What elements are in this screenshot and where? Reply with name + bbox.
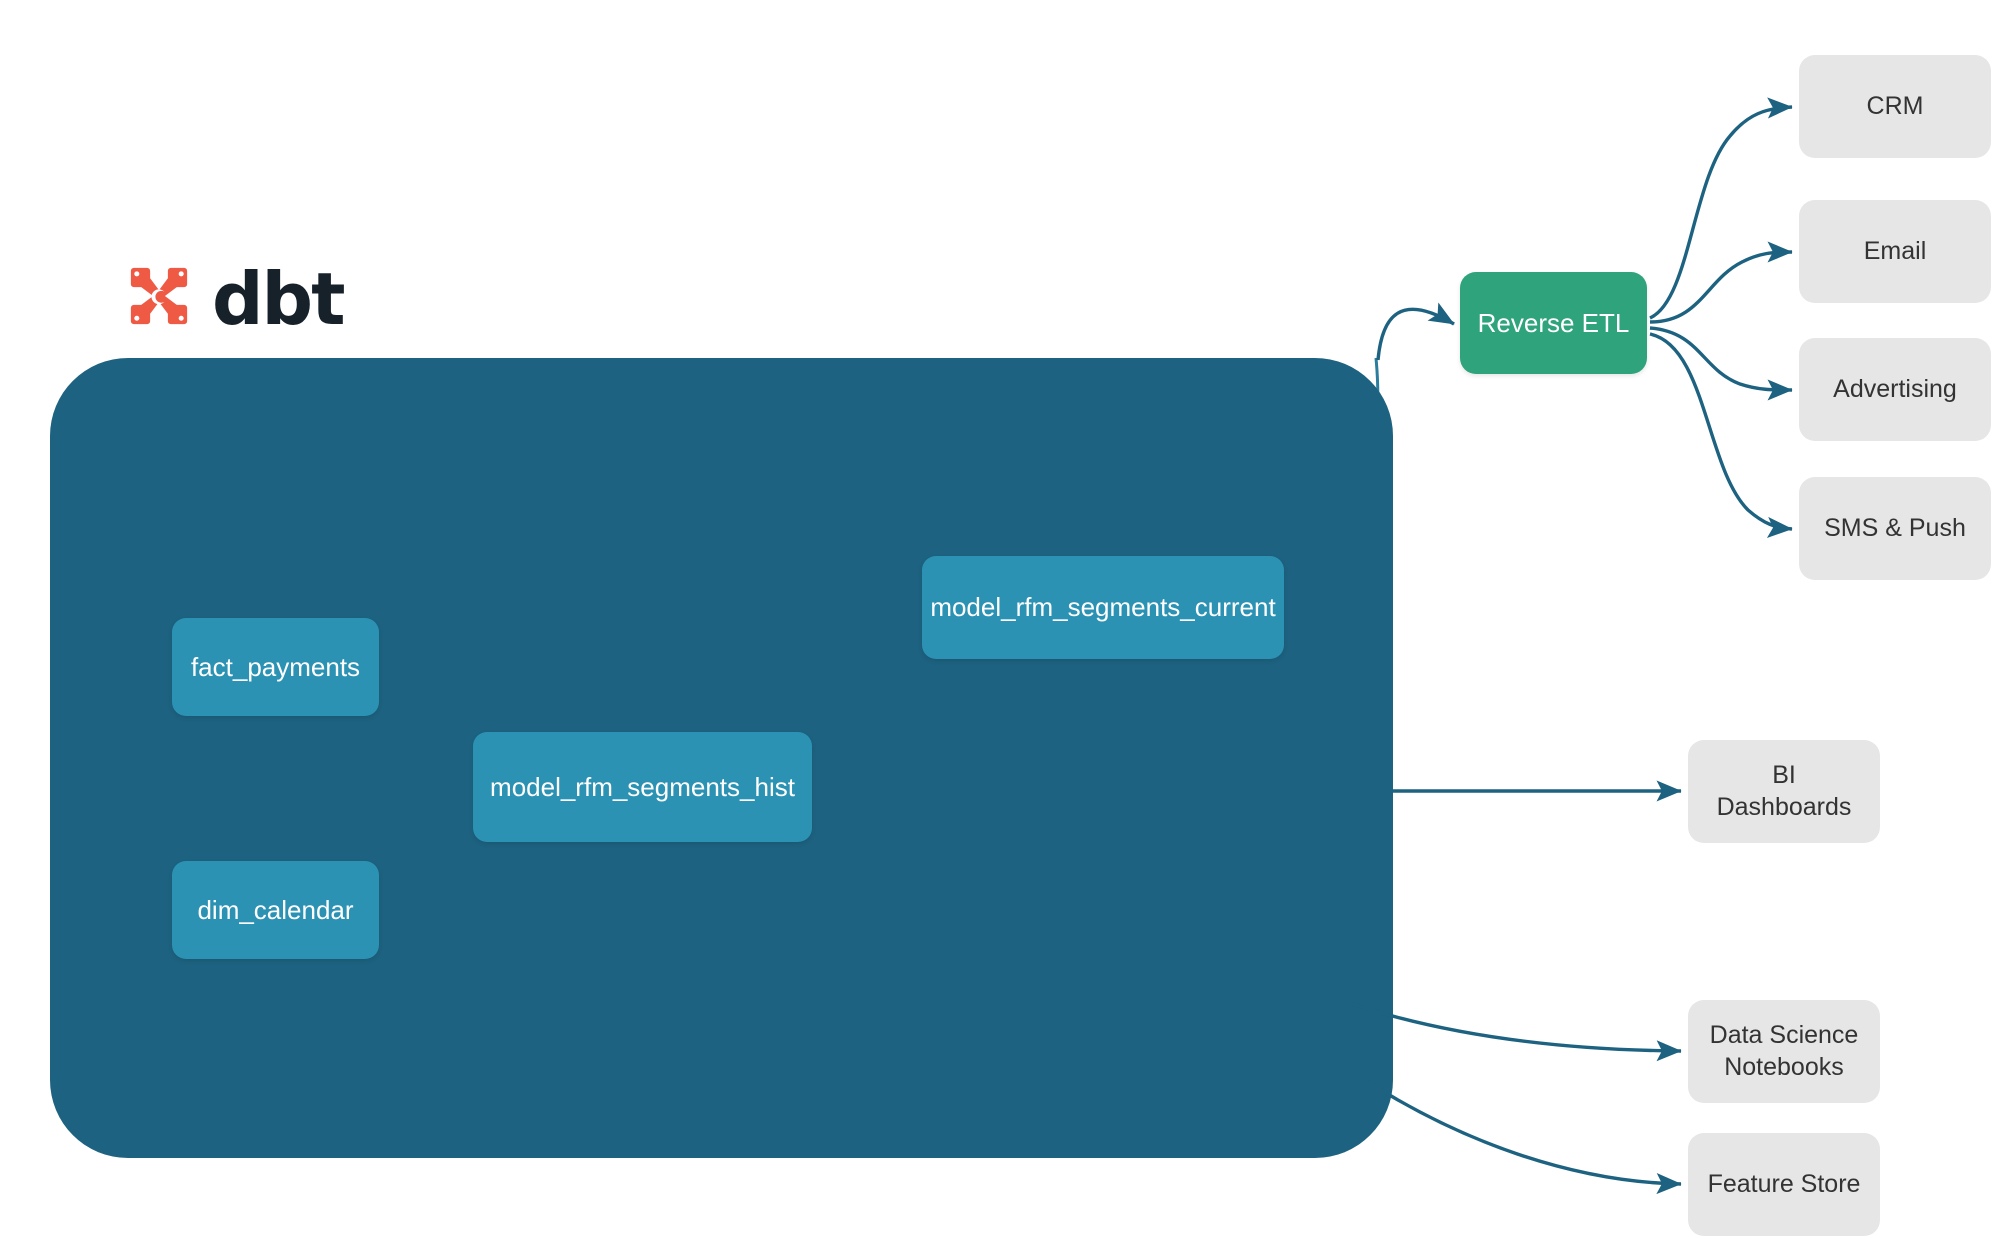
node-destination-data-science-notebooks[interactable]: Data Science Notebooks [1688,1000,1880,1103]
node-reverse-etl[interactable]: Reverse ETL [1460,272,1647,374]
node-model-rfm-segments-current[interactable]: model_rfm_segments_current [922,556,1284,659]
node-label-line-2: Notebooks [1724,1052,1844,1081]
node-destination-sms-push[interactable]: SMS & Push [1799,477,1991,580]
edge-rfm-hist-to-feature-store [1367,1080,1682,1195]
node-label: Data Science Notebooks [1710,1020,1859,1083]
node-label: Advertising [1833,374,1957,403]
node-destination-bi-dashboards[interactable]: BI Dashboards [1688,740,1880,843]
node-label: BI Dashboards [1716,761,1852,821]
edge-reverse-etl-to-email [1649,241,1793,324]
dbt-brand-lockup: dbt [122,257,345,341]
node-fact-payments[interactable]: fact_payments [172,618,379,716]
node-destination-crm[interactable]: CRM [1799,55,1991,158]
node-label: dim_calendar [197,894,354,925]
node-destination-advertising[interactable]: Advertising [1799,338,1991,441]
edge-reverse-etl-to-crm [1649,97,1793,320]
node-label-line-1: Data Science [1709,1021,1859,1050]
edge-reverse-etl-to-advertising [1649,326,1793,401]
dbt-logo-icon [130,267,188,325]
node-model-rfm-segments-hist[interactable]: model_rfm_segments_hist [473,732,812,842]
node-label: CRM [1866,91,1924,120]
edge-rfm-current-to-reverse-etl [1376,302,1455,361]
edge-reverse-etl-to-sms-push [1649,332,1793,538]
node-label: Email [1863,236,1927,265]
node-label: fact_payments [190,651,361,682]
node-dim-calendar[interactable]: dim_calendar [172,861,379,959]
node-label: SMS & Push [1824,513,1966,542]
node-label: Feature Store [1707,1169,1861,1198]
node-label: model_rfm_segments_current [930,592,1276,623]
node-label: Reverse ETL [1477,307,1630,338]
node-label: model_rfm_segments_hist [490,771,795,802]
dbt-wordmark: dbt [212,257,345,341]
node-destination-feature-store[interactable]: Feature Store [1688,1133,1880,1236]
edge-rfm-hist-to-ds-notebooks [1351,1002,1682,1062]
node-destination-email[interactable]: Email [1799,200,1991,303]
